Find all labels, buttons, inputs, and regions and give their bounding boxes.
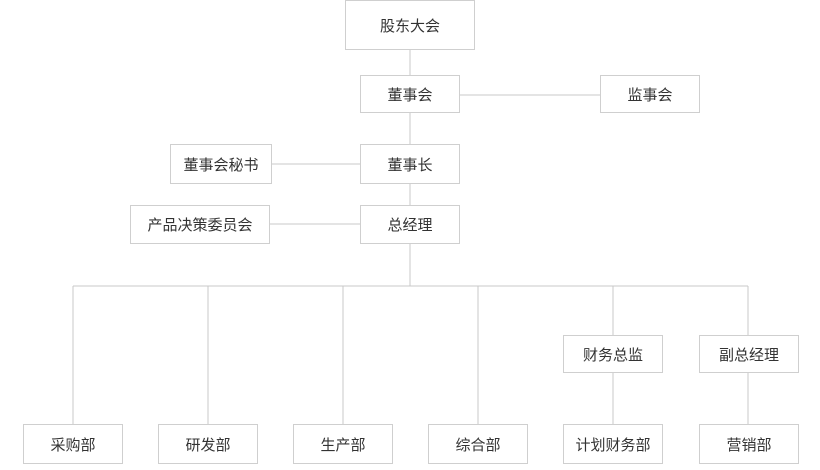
node-label: 综合部 [455,435,501,454]
node-general-manager: 总经理 [360,205,460,244]
node-dept-planning-finance: 计划财务部 [563,424,663,464]
node-label: 采购部 [50,435,96,454]
node-label: 财务总监 [582,345,643,364]
node-label: 研发部 [185,435,231,454]
node-dept-rnd: 研发部 [158,424,258,464]
node-label: 副总经理 [718,345,779,364]
node-label: 产品决策委员会 [147,216,253,234]
node-dept-purchasing: 采购部 [23,424,123,464]
node-supervisory-board: 监事会 [600,75,700,113]
node-board: 董事会 [360,75,460,113]
node-board-secretary: 董事会秘书 [170,144,272,184]
node-label: 生产部 [320,435,366,454]
node-dept-production: 生产部 [293,424,393,464]
node-chairman: 董事长 [360,144,460,184]
node-label: 董事长 [387,155,433,174]
node-shareholders: 股东大会 [345,0,475,50]
node-label: 董事会 [387,85,433,104]
node-finance-director: 财务总监 [563,335,663,373]
node-label: 总经理 [387,216,433,234]
node-dept-general-affairs: 综合部 [428,424,528,464]
node-label: 营销部 [726,435,772,454]
node-dept-marketing: 营销部 [699,424,799,464]
node-label: 监事会 [627,85,673,104]
node-label: 董事会秘书 [183,155,259,174]
node-label: 股东大会 [379,16,440,35]
node-deputy-gm: 副总经理 [699,335,799,373]
node-label: 计划财务部 [575,435,651,454]
node-product-committee: 产品决策委员会 [130,205,270,244]
